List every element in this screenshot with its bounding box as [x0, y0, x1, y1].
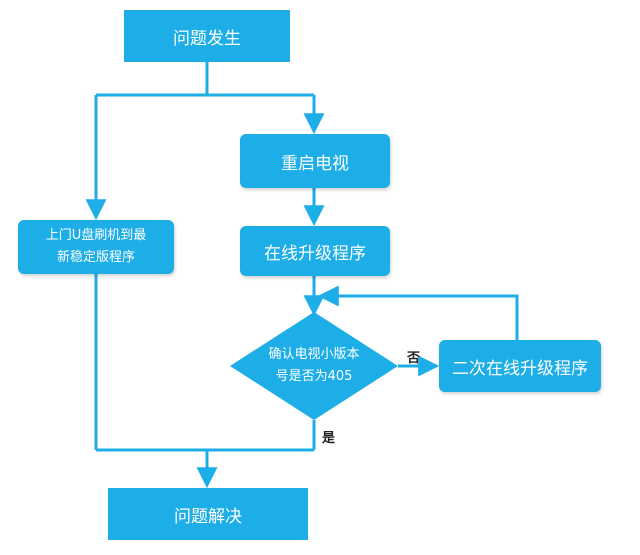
node-restart-tv: 重启电视 [240, 134, 390, 188]
node-check-version-text: 确认电视小版本 号是否为405 [250, 344, 378, 388]
node-online-upgrade-label: 在线升级程序 [264, 243, 366, 264]
node-second-upgrade-label: 二次在线升级程序 [452, 358, 588, 379]
node-check-version-line1: 确认电视小版本 [268, 347, 360, 362]
node-problem-solved-label: 问题解决 [174, 506, 242, 527]
node-check-version-line2: 号是否为405 [275, 369, 353, 384]
edge-label-yes: 是 [322, 431, 336, 446]
node-problem-occurs-label: 问题发生 [173, 28, 241, 49]
decision-diamond-shape [230, 312, 398, 420]
node-online-upgrade: 在线升级程序 [240, 226, 390, 276]
node-problem-solved: 问题解决 [108, 488, 308, 540]
node-usb-flash: 上门U盘刷机到最 新稳定版程序 [18, 220, 174, 274]
node-usb-flash-line2: 新稳定版程序 [56, 250, 135, 265]
edge-label-no: 否 [407, 351, 421, 366]
edge-second-upgrade-loop [317, 285, 519, 340]
node-restart-tv-label: 重启电视 [281, 153, 349, 174]
node-usb-flash-line1: 上门U盘刷机到最 [45, 228, 147, 243]
node-second-upgrade: 二次在线升级程序 [439, 340, 601, 392]
node-problem-occurs: 问题发生 [124, 10, 290, 62]
